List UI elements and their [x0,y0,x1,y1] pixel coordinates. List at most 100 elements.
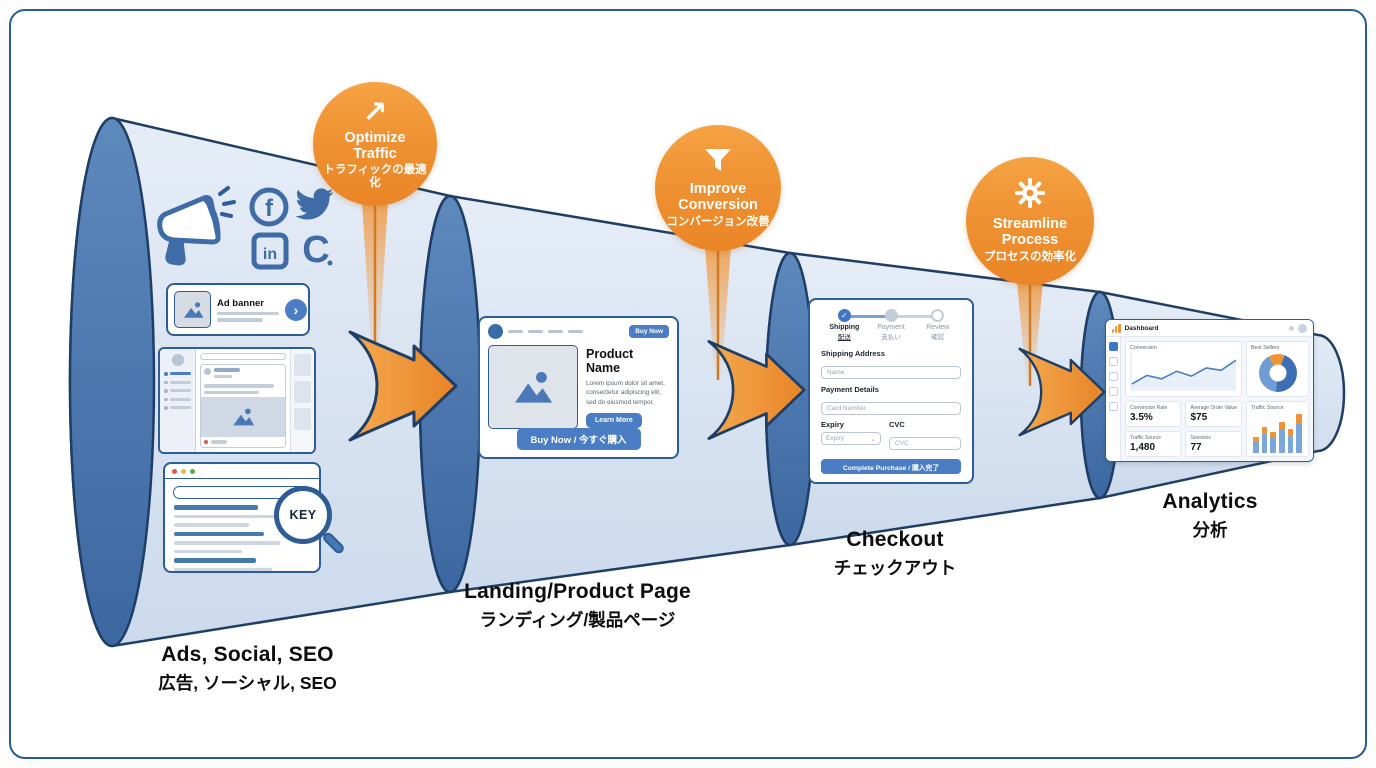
c-social-icon: C [302,229,333,271]
stat-label: Traffic Source [1130,435,1161,441]
stat-average-order-value: Average Order Value $75 [1185,401,1242,427]
bar-chart-title: Traffic Source [1251,405,1284,411]
step-review[interactable]: Review 確認 [914,309,961,341]
linkedin-icon: in [251,232,289,270]
line-chart-card: Conversion [1125,341,1242,397]
key-label: KEY [289,508,317,522]
nav-buy-now-button[interactable]: Buy Now [629,325,669,338]
ad-image-placeholder [174,291,211,328]
bar [1279,422,1285,453]
badge-title: Streamline Process [992,216,1068,249]
complete-purchase-button[interactable]: Complete Purchase / 購入完了 [821,459,961,474]
chevron-down-icon: ⌄ [870,435,876,443]
site-logo [488,324,503,339]
svg-text:f: f [265,195,274,222]
line-chart-series [1131,359,1237,385]
flow-arrow-2 [707,340,806,440]
feed-search-bar [200,353,286,360]
chevron-right-icon: › [293,301,299,318]
stage-label-analytics: Analytics 分析 [1090,490,1330,542]
rail-item[interactable] [1108,387,1118,396]
stat-label: Conversion Rate [1130,405,1168,411]
badge-optimize-traffic: ↗ Optimize Traffic トラフィックの最適化 [313,82,437,206]
bar-chart-card: Traffic Source [1246,401,1309,457]
stat-label: Average Order Value [1190,405,1237,411]
card-number-input[interactable] [821,402,961,415]
step-label-ja: 支払い [881,334,901,341]
cvc-input[interactable] [889,437,961,450]
keyword-magnifier-icon: KEY [274,486,332,544]
social-feed-card [158,347,316,454]
step-label-ja: 配送 [837,334,851,341]
like-icon [204,440,208,444]
dashboard-logo-icon [1112,323,1121,333]
stage-label-en: Ads, Social, SEO [161,643,334,666]
rail-item[interactable] [1108,357,1118,366]
bar [1261,427,1268,453]
stat-value: 3.5% [1130,412,1153,423]
dashboard-title: Dashboard [1124,324,1159,332]
stat-value: 1,480 [1130,442,1156,453]
step-label: Payment [877,324,905,331]
landing-header: Buy Now [488,324,669,339]
name-input[interactable] [821,366,961,379]
stage-label-en: Landing/Product Page [464,580,691,603]
text-line [217,311,279,315]
stage-label-ja: 広告, ソーシャル, SEO [158,673,337,693]
expiry-value: Expiry [826,435,845,442]
rail-item[interactable] [1108,342,1118,351]
donut-chart-title: Best Sellers [1251,345,1280,351]
stat-cards: Conversion Rate 3.5% Average Order Value… [1125,401,1242,457]
product-name: Product Name [586,347,634,375]
landing-page-card: Buy Now Product Name Lorem ipsum dolor s… [478,316,679,459]
svg-text:in: in [263,246,277,263]
text-line [217,318,263,322]
donut-hole [1269,364,1286,382]
sidebar-item [164,380,191,384]
buy-now-button[interactable]: Buy Now / 今すぐ購入 [516,428,641,450]
stat-label: Sessions [1190,435,1211,441]
sidebar-item [164,389,191,393]
shipping-address-label: Shipping Address [821,349,885,358]
dashboard-nav-rail [1106,337,1121,461]
badge-title: Improve Conversion [678,181,758,214]
badge-stems [362,202,1043,388]
line-chart [1130,353,1237,391]
step-shipping[interactable]: ✓ Shipping 配送 [821,309,868,341]
nav-item [528,330,543,333]
rail-item[interactable] [1108,372,1118,381]
rail-item[interactable] [1108,402,1118,411]
search-results [165,505,319,571]
step-label-ja: 確認 [931,334,945,341]
avatar [204,368,211,375]
avatar [1298,323,1307,333]
stage-label-ja: 分析 [1192,520,1228,540]
learn-more-button[interactable]: Learn More [586,412,642,428]
bell-icon [1289,325,1294,331]
megaphone-icon [157,186,236,266]
donut-chart-card: Best Sellers [1246,341,1309,397]
stage-label-ja: ランディング/製品ページ [479,610,676,630]
ad-banner-card: Ad banner › [166,283,310,336]
image-icon [515,372,553,403]
checkout-stepper: ✓ Shipping 配送 Payment 支払い Review 確認 [821,309,961,343]
nav-item [568,330,583,333]
stat-value: 77 [1190,442,1202,453]
image-icon [183,301,203,318]
line-chart-area [1132,360,1236,389]
badge-subtitle: プロセスの効率化 [984,250,1076,263]
avatar [171,354,184,366]
stage-label-en: Analytics [1162,490,1258,513]
nav-item [548,330,563,333]
step-payment[interactable]: Payment 支払い [868,309,915,341]
ad-arrow-button[interactable]: › [285,298,307,321]
browser-titlebar [165,464,319,479]
product-description: Lorem ipsum dolor sit amet, consectetur … [586,380,665,406]
stage-label-ja: チェックアウト [833,558,957,578]
stage-label-landing: Landing/Product Page ランディング/製品ページ [430,580,725,632]
stage-label-en: Checkout [846,528,944,551]
twitter-icon [295,188,334,220]
check-icon: ✓ [840,311,848,320]
expiry-select[interactable]: Expiry ⌄ [821,432,881,445]
